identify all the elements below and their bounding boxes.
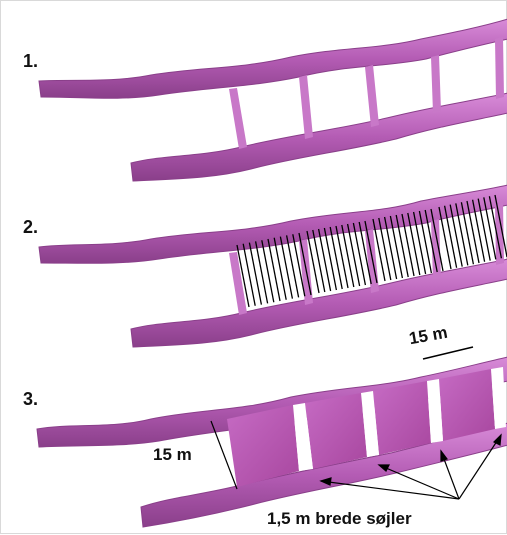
drill-hole-line — [342, 225, 354, 287]
stage-3-stope — [373, 381, 431, 455]
height-label: 15 m — [153, 445, 192, 465]
drill-hole-line — [274, 238, 286, 300]
stage-1-diagram — [39, 19, 507, 181]
pillar-label: 1,5 m brede søjler — [267, 509, 412, 529]
step-1-label: 1. — [23, 51, 38, 72]
stage-1-lower-drift — [131, 93, 507, 181]
drill-hole-line — [324, 228, 336, 290]
drill-hole-line — [243, 244, 255, 306]
drill-hole-line — [268, 239, 280, 301]
stage-2-lower-drift — [131, 259, 507, 347]
stage-3-stope — [305, 393, 367, 469]
drill-hole-line — [262, 240, 274, 302]
drill-hole-line — [313, 230, 325, 292]
stage-1-crosscut — [495, 37, 504, 99]
stage-2-diagram — [39, 185, 507, 347]
drill-hole-line — [353, 223, 365, 285]
drill-hole-line — [348, 224, 360, 286]
drill-hole-line — [319, 229, 331, 291]
step-3-label: 3. — [23, 389, 38, 410]
step-2-label: 2. — [23, 217, 38, 238]
scale-bar — [423, 347, 473, 359]
stage-1-crosscut — [431, 55, 441, 113]
stage-1-crosscut — [365, 65, 379, 127]
stage-3-stope — [439, 369, 495, 441]
drill-hole-line — [249, 243, 261, 305]
drill-hole-line — [330, 227, 342, 289]
drill-hole-line — [336, 226, 348, 288]
stage-1-crosscut — [299, 75, 313, 139]
stage-3-diagram — [37, 347, 507, 527]
stage-1-crosscut — [229, 88, 247, 149]
drill-hole-line — [287, 235, 299, 297]
drill-hole-line — [280, 237, 292, 299]
drill-hole-line — [256, 241, 268, 303]
